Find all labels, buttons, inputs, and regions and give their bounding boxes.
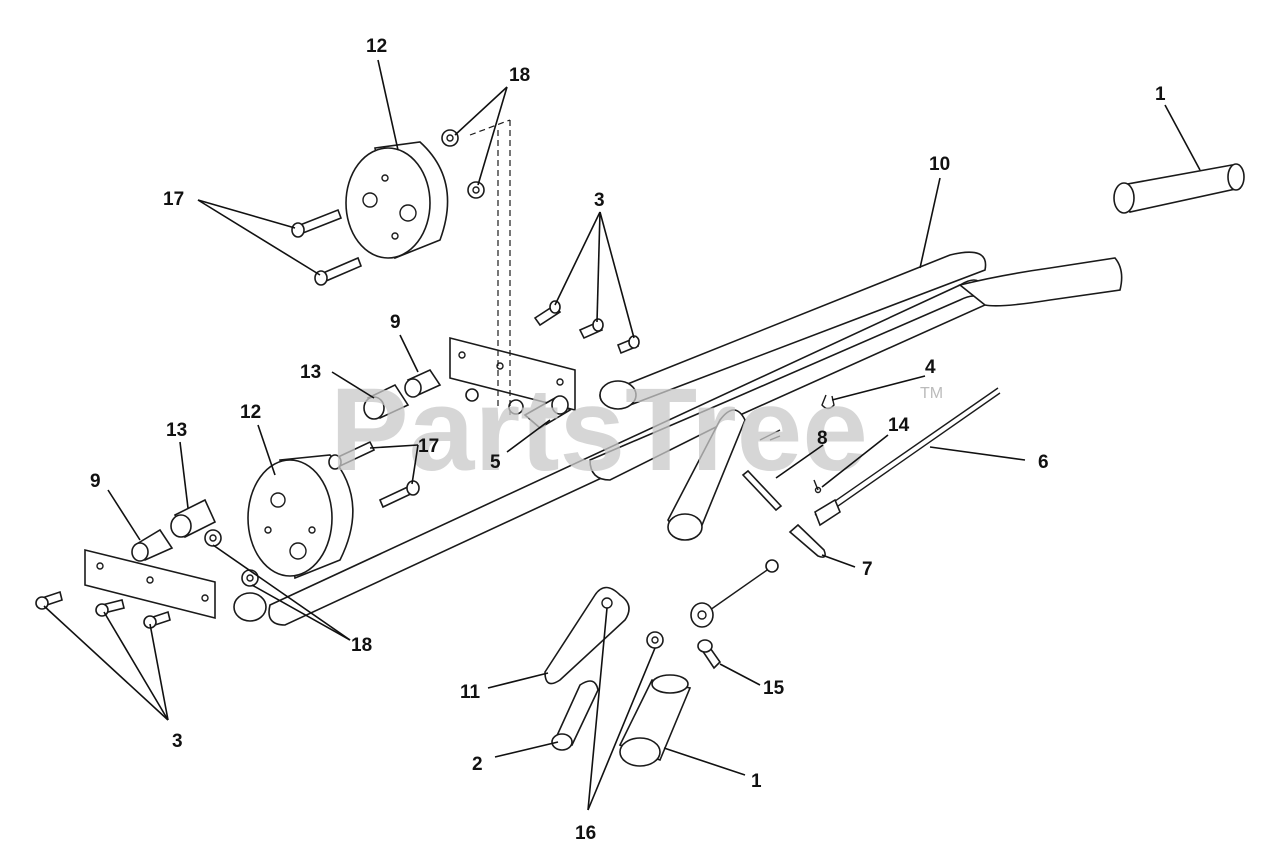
spacer-13-lower[interactable] [170, 498, 217, 539]
spring-14[interactable] [813, 479, 822, 494]
callout-17-lower: 17 [418, 436, 439, 457]
bolt-3-f[interactable] [143, 610, 171, 629]
bolt-3-d[interactable] [35, 590, 63, 610]
handle-grip-bottom[interactable] [618, 674, 692, 767]
nut-18-c[interactable] [204, 529, 222, 547]
callout-15: 15 [763, 678, 785, 699]
callout-12-upper: 12 [366, 36, 387, 57]
callout-2: 2 [472, 754, 483, 775]
callout-11: 11 [460, 682, 481, 703]
bushing-9-lower[interactable] [131, 528, 174, 562]
wheel-upper[interactable] [345, 141, 449, 260]
nut-18-b[interactable] [467, 181, 485, 199]
bolt-3-b[interactable] [578, 318, 604, 340]
callout-3-lower: 3 [172, 731, 183, 752]
callout-16: 16 [575, 823, 596, 844]
bushing-9-upper[interactable] [404, 368, 442, 398]
leader-lines [43, 59, 1201, 811]
callout-9-upper: 9 [390, 312, 401, 333]
callout-1-bottom: 1 [751, 771, 762, 792]
callout-14: 14 [888, 415, 910, 436]
callout-4: 4 [925, 357, 936, 378]
handle-grip-top[interactable] [1113, 163, 1245, 214]
bolt-17-c[interactable] [328, 440, 376, 470]
callout-1-top: 1 [1155, 84, 1166, 105]
callout-13-lower: 13 [166, 420, 187, 441]
lower-bracket[interactable] [84, 548, 216, 620]
upper-bracket[interactable] [449, 336, 576, 412]
bolt-17-b[interactable] [314, 256, 363, 286]
callout-3-upper: 3 [594, 190, 605, 211]
nut-18-a[interactable] [441, 129, 459, 147]
wheel-lower[interactable] [247, 454, 354, 580]
grip-2[interactable] [551, 680, 599, 751]
bolt-17-d[interactable] [378, 480, 420, 509]
nut-18-d[interactable] [241, 569, 259, 587]
callout-10: 10 [929, 154, 950, 175]
callout-6: 6 [1038, 452, 1049, 473]
callout-12-lower: 12 [240, 402, 261, 423]
callout-17-upper: 17 [163, 189, 184, 210]
spacer-13-upper[interactable] [363, 383, 410, 420]
bolt-17-a[interactable] [291, 208, 343, 238]
watermark-text: PartsTree [330, 364, 868, 496]
bolt-15[interactable] [697, 639, 722, 670]
nut-16[interactable] [646, 631, 664, 649]
bolt-3-a[interactable] [533, 300, 562, 327]
bolt-3-c[interactable] [616, 335, 640, 355]
watermark-trademark: TM [920, 385, 943, 402]
bolt-upper-extra-b[interactable] [508, 399, 524, 415]
callout-8: 8 [817, 428, 828, 449]
callout-13-upper: 13 [300, 362, 321, 383]
callout-9-lower: 9 [90, 471, 101, 492]
control-rod-6[interactable] [814, 387, 1001, 527]
bolt-upper-extra-a[interactable] [465, 388, 479, 402]
callout-18-upper: 18 [509, 65, 530, 86]
callout-labels: 12 18 17 1 10 3 9 13 12 17 5 4 14 8 6 13… [90, 36, 1166, 844]
lever-11[interactable] [544, 586, 630, 685]
callout-18-lower: 18 [351, 635, 372, 656]
callout-5: 5 [490, 452, 501, 473]
pin-5[interactable] [523, 395, 572, 429]
bolt-3-e[interactable] [95, 599, 125, 617]
cable-7[interactable] [690, 523, 826, 628]
pin-8[interactable] [741, 469, 783, 512]
callout-7: 7 [862, 559, 873, 580]
clip-4[interactable] [821, 394, 835, 410]
alignment-lines [469, 119, 511, 415]
handle-frame[interactable] [233, 251, 1123, 626]
